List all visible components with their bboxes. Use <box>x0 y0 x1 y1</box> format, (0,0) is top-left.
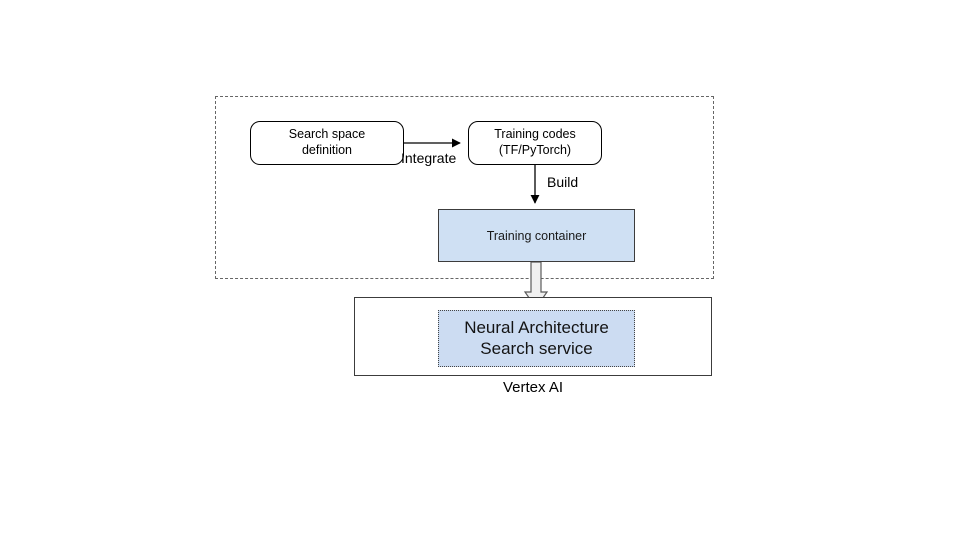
node-search-space-line1: Search space <box>288 127 366 142</box>
node-training-container[interactable]: Training container <box>438 209 635 262</box>
group-user-side <box>215 96 714 279</box>
node-neural-architecture-search-service[interactable]: Neural Architecture Search service <box>438 310 635 367</box>
node-nas-line1: Neural Architecture <box>464 317 609 337</box>
edge-label-build: Build <box>547 174 579 190</box>
node-training-codes-line2: (TF/PyTorch) <box>498 143 572 157</box>
edge-label-integrate: Integrate <box>401 150 457 166</box>
node-search-space-line2: definition <box>301 143 353 157</box>
node-training-codes-text: Training codes (TF/PyTorch) <box>494 127 576 158</box>
node-training-codes-line1: Training codes <box>494 127 576 142</box>
node-search-space-text: Search space definition <box>289 127 365 158</box>
node-search-space-definition[interactable]: Search space definition <box>250 121 404 165</box>
group-vertex-ai-caption: Vertex AI <box>502 379 564 396</box>
node-training-codes[interactable]: Training codes (TF/PyTorch) <box>468 121 602 165</box>
node-training-container-label: Training container <box>486 228 587 243</box>
node-nas-line2: Search service <box>480 338 593 358</box>
